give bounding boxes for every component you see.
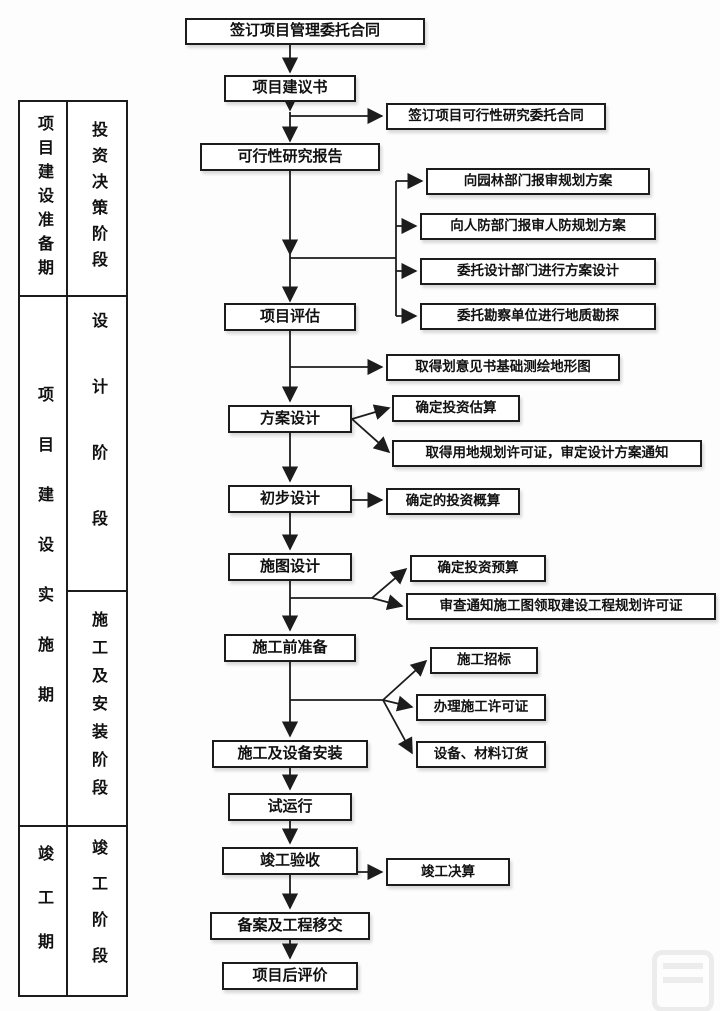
phase-cell-implementation-period: 项目建设实施期	[18, 295, 68, 827]
watermark	[652, 950, 714, 1011]
phase-cell-preparation-period: 项目建设准备期	[18, 100, 68, 297]
side-box-determine-investment-estimate: 确定投资估算	[392, 395, 520, 422]
side-box-obtain-land-planning-permit: 取得用地规划许可证，审定设计方案通知	[392, 440, 702, 467]
flow-box-sign-project-management-contract: 签订项目管理委托合同	[185, 18, 425, 45]
flow-box-construction-equipment-installation: 施工及设备安装	[212, 740, 368, 768]
side-box-entrust-design-dept-scheme: 委托设计部门进行方案设计	[420, 258, 656, 285]
flow-box-construction-drawing-design: 施图设计	[228, 553, 352, 581]
side-box-construction-bidding: 施工招标	[430, 647, 538, 674]
side-box-completion-final-accounts: 竣工决算	[386, 858, 510, 886]
side-box-sign-feasibility-study-contract: 签订项目可行性研究委托合同	[386, 103, 606, 130]
side-box-determined-investment-approx-budget: 确定的投资概算	[386, 488, 520, 515]
side-box-equipment-material-ordering: 设备、材料订货	[416, 741, 546, 768]
stage-cell-construction-installation: 施工及安装阶段	[66, 590, 128, 827]
side-box-determine-investment-budget: 确定投资预算	[410, 555, 546, 582]
side-box-submit-planning-to-garden-dept: 向园林部门报审规划方案	[426, 168, 650, 195]
stage-label-design: 设计阶段	[89, 311, 106, 576]
flow-box-trial-run: 试运行	[228, 793, 352, 821]
stage-cell-design: 设计阶段	[66, 295, 128, 592]
flow-box-feasibility-study-report: 可行性研究报告	[200, 143, 380, 171]
side-box-obtain-planning-opinion-survey-map: 取得划意见书基础测绘地形图	[386, 354, 620, 381]
phase-cell-completion-period: 竣工期	[18, 825, 68, 997]
flow-box-preliminary-design: 初步设计	[228, 485, 352, 513]
flow-box-scheme-design: 方案设计	[228, 405, 352, 433]
flow-box-pre-construction-preparation: 施工前准备	[224, 634, 356, 662]
side-box-review-drawing-obtain-planning-permit: 审查通知施工图领取建设工程规划许可证	[406, 593, 716, 620]
phase-label-completion-period: 竣工期	[35, 845, 52, 977]
flow-box-filing-and-handover: 备案及工程移交	[210, 912, 370, 940]
flow-box-project-evaluation: 项目评估	[224, 303, 356, 331]
side-box-submit-civil-defense-planning: 向人防部门报审人防规划方案	[420, 213, 656, 240]
phase-label-implementation-period: 项目建设实施期	[35, 386, 52, 736]
stage-cell-completion: 竣工阶段	[66, 825, 128, 997]
stage-label-investment-decision: 投资决策阶段	[89, 120, 106, 277]
flow-box-project-proposal: 项目建议书	[224, 75, 356, 102]
stage-label-construction-installation: 施工及安装阶段	[89, 610, 106, 807]
flow-box-post-project-evaluation: 项目后评价	[222, 962, 358, 990]
stage-cell-investment-decision: 投资决策阶段	[66, 100, 128, 297]
phase-label-preparation-period: 项目建设准备期	[35, 114, 52, 283]
stage-label-completion: 竣工阶段	[89, 839, 106, 983]
flow-box-completion-acceptance: 竣工验收	[222, 847, 358, 875]
side-box-construction-permit-handling: 办理施工许可证	[416, 694, 546, 721]
side-box-entrust-survey-unit-geological: 委托勘察单位进行地质勘探	[420, 303, 656, 330]
